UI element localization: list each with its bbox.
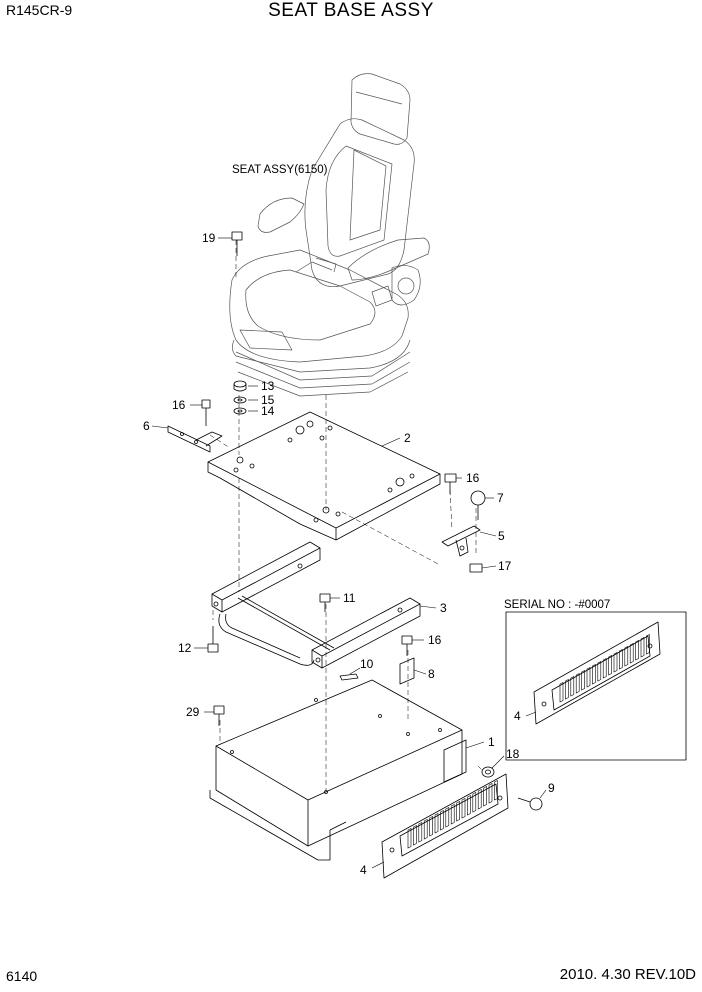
louver-slot [461, 798, 466, 819]
slide-rails [211, 541, 421, 669]
louver-slot [592, 664, 596, 685]
part-label-3: 3 [440, 601, 447, 615]
serial-detail-box [505, 611, 687, 761]
part-label-15: 15 [261, 393, 275, 407]
part-label-11: 11 [343, 591, 356, 605]
assembly-centerlines [209, 240, 483, 790]
part-label-7: 7 [497, 491, 504, 505]
louver-slot [597, 661, 602, 682]
part-label-1: 1 [488, 735, 495, 749]
louver-slot [619, 649, 623, 670]
part-label-4-bottom: 4 [360, 863, 367, 877]
louver-cover-top [533, 621, 661, 725]
louver-slot [413, 825, 417, 846]
louver-slot [483, 786, 487, 807]
top-plate [207, 411, 441, 541]
louver-slot [570, 676, 575, 697]
part-label-16-left: 16 [172, 398, 186, 412]
louver-slot [488, 783, 493, 804]
base-box [209, 679, 467, 861]
part-label-17: 17 [498, 559, 512, 573]
louver-slot [624, 646, 629, 667]
louver-slot [575, 673, 580, 694]
louver-slot [467, 795, 471, 816]
louver-slot [613, 652, 618, 673]
louver-slot [629, 643, 634, 664]
part-label-13: 13 [261, 379, 275, 393]
louver-cover-bottom [381, 773, 509, 879]
louver-slot [602, 658, 607, 679]
louver-slot [407, 828, 412, 849]
louver-slot [586, 667, 591, 688]
part-label-16-right: 16 [466, 471, 480, 485]
louver-slot [456, 801, 460, 822]
louver-slot [418, 822, 423, 843]
clip-part-10 [339, 673, 359, 681]
louver-slot [608, 655, 612, 676]
part-label-14: 14 [261, 404, 275, 418]
louver-slot [429, 816, 433, 837]
model-number: R145CR-9 [6, 2, 73, 18]
part-label-5: 5 [498, 529, 505, 543]
louver-slot [646, 634, 650, 655]
louver-slot [640, 637, 645, 658]
bracket-part-5 [441, 525, 481, 557]
louver-slot [445, 807, 450, 828]
part-label-29: 29 [186, 705, 200, 719]
seat-assy-label: SEAT ASSY(6150) [232, 164, 328, 176]
louver-slot [494, 780, 498, 801]
revision-date: 2010. 4.30 REV.10D [559, 966, 696, 983]
louver-slot [477, 789, 482, 810]
part-label-4-top: 4 [514, 709, 521, 723]
leader-lines [151, 237, 547, 869]
part-label-19: 19 [202, 231, 216, 245]
part-label-10: 10 [360, 657, 374, 671]
part-label-12: 12 [178, 641, 192, 655]
bracket-part-6 [167, 425, 223, 453]
louver-slot [450, 804, 455, 825]
part-label-9: 9 [548, 781, 555, 795]
louver-slot [423, 819, 428, 840]
louver-slot [559, 682, 564, 703]
louver-slot [434, 813, 439, 834]
louver-slot [440, 810, 444, 831]
part-label-8: 8 [428, 667, 435, 681]
page-title: SEAT BASE ASSY [268, 0, 434, 21]
serial-number-label: SERIAL NO : -#0007 [504, 599, 610, 611]
louver-slots-top [559, 634, 650, 703]
hardware-nuts-washers [201, 231, 543, 811]
louver-slot [565, 679, 569, 700]
louver-slot [581, 670, 585, 691]
part-label-16-lower: 16 [428, 633, 442, 647]
plate-part-8 [399, 657, 415, 685]
louver-slots-bottom [407, 780, 498, 849]
louver-slot [472, 792, 477, 813]
part-label-18: 18 [506, 747, 520, 761]
part-label-2: 2 [404, 431, 411, 445]
seat-assy-illustration [229, 73, 430, 397]
louver-slot [635, 640, 639, 661]
page-number: 6140 [6, 968, 38, 984]
part-label-6: 6 [143, 419, 150, 433]
